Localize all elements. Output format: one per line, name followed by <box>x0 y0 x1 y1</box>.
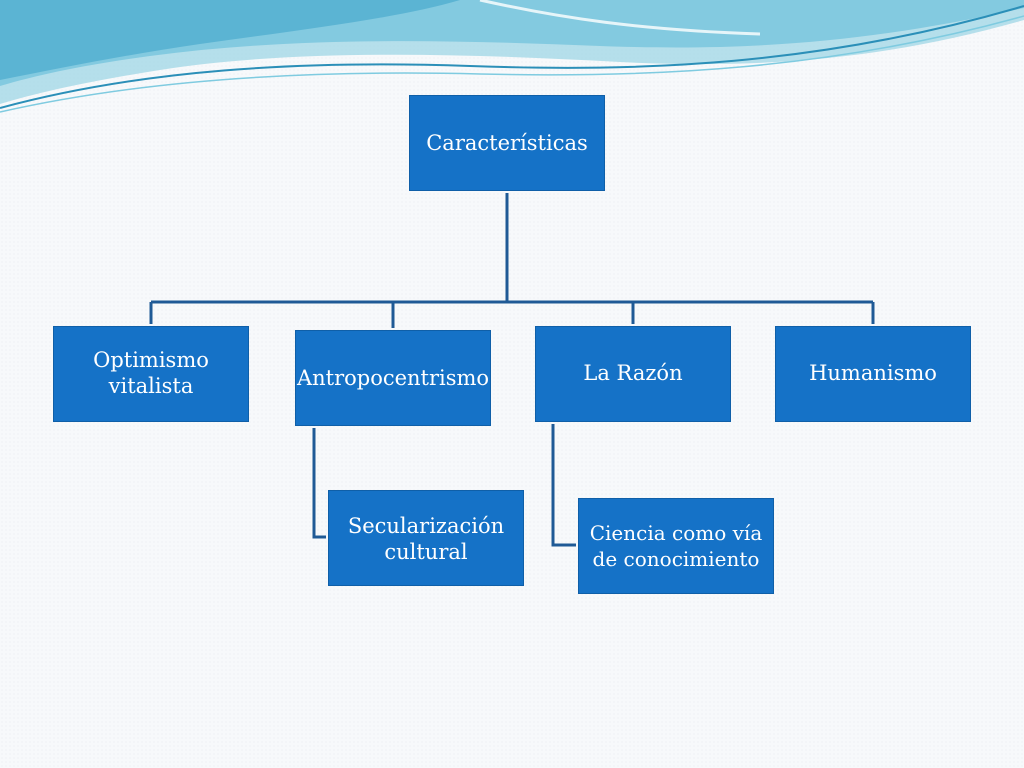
node-label: Optimismo vitalista <box>93 348 209 398</box>
node-optimismo-vitalista: Optimismo vitalista <box>53 326 249 422</box>
node-label: Antropocentrismo <box>296 366 490 390</box>
node-antropocentrismo: Antropocentrismo <box>295 330 491 426</box>
decorative-wave <box>0 0 1024 113</box>
node-label: La Razón <box>583 361 683 385</box>
node-label: Secularización cultural <box>347 514 505 564</box>
node-humanismo: Humanismo <box>775 326 971 422</box>
node-ciencia-como-via: Ciencia como vía de conocimiento <box>578 498 774 594</box>
node-label: Ciencia como vía de conocimiento <box>589 521 763 571</box>
node-la-razon: La Razón <box>535 326 731 422</box>
node-label: Humanismo <box>809 361 937 385</box>
node-secularizacion-cultural: Secularización cultural <box>328 490 524 586</box>
node-label: Características <box>426 131 588 155</box>
node-caracteristicas: Características <box>409 95 605 191</box>
